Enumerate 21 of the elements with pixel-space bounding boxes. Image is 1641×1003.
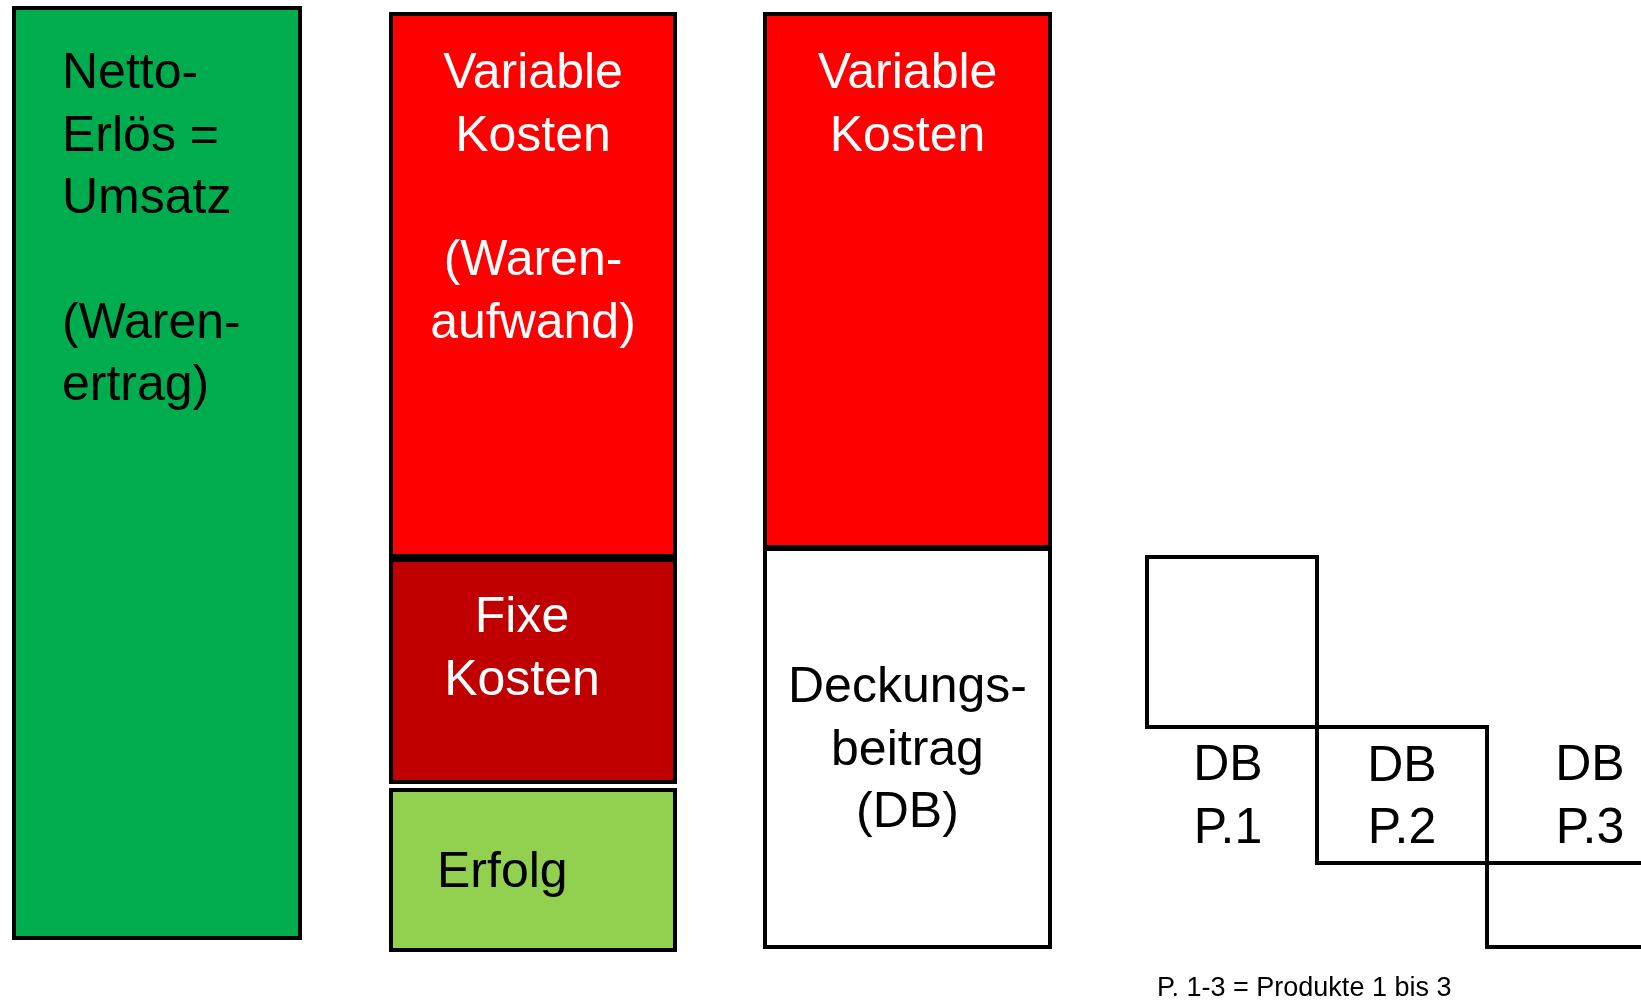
variable-costs-bar [389, 12, 677, 558]
profit-bar [389, 788, 677, 952]
bar-label: DB P.2 [1366, 734, 1438, 856]
bar-label: Variable Kosten [816, 42, 999, 164]
contribution-margin-bar [763, 547, 1052, 949]
box-label: DB P.1 [1192, 734, 1264, 856]
product-box [1485, 861, 1641, 949]
bar-label: Variable Kosten [442, 42, 624, 164]
bar-label: Deckungs-beitrag (DB) [787, 656, 1028, 841]
variable-costs-bar [763, 12, 1052, 549]
bar-label: Erfolg [437, 840, 568, 900]
footnote: P. 1-3 = Produkte 1 bis 3 [1157, 972, 1452, 1003]
bar-label: (Waren-ertrag) [62, 291, 242, 413]
product-box [1315, 725, 1489, 865]
revenue-bar [12, 6, 302, 940]
bar-label: Fixe Kosten [443, 586, 601, 708]
bar-label: (Waren-aufwand) [429, 229, 637, 351]
box-label: DB P.3 [1554, 734, 1626, 856]
fixed-costs-bar [389, 558, 677, 784]
bar-label: Netto-Erlös = Umsatz [62, 42, 233, 226]
product-box [1145, 555, 1319, 729]
